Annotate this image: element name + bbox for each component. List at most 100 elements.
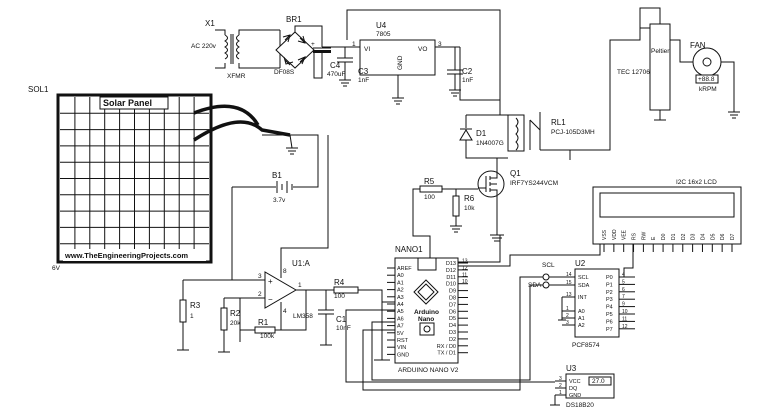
rl1-value: PCJ-105D3MH: [551, 129, 595, 136]
c1-label: C1: [336, 315, 347, 324]
fan-rpm: +88.8: [698, 76, 715, 83]
b1-label: B1: [272, 171, 282, 180]
br1-label: BR1: [286, 15, 302, 24]
nano-right-pin-number: 11: [462, 272, 467, 278]
u4-pin3: 3: [438, 41, 442, 48]
opamp-u1a: U1:A LM358 + − 3 2 1 8 4: [239, 135, 334, 342]
pcf-left-pin-number: 15: [566, 280, 572, 286]
pcf-left-pin-number: 2: [566, 313, 569, 319]
op-pin1: 1: [298, 282, 302, 289]
pcf-left-pin-number: 13: [566, 292, 572, 298]
r4-label: R4: [334, 278, 345, 287]
lcd-title: I2C 16x2 LCD: [676, 179, 717, 186]
r3-label: R3: [190, 301, 201, 310]
c4-plus: +: [311, 41, 315, 48]
d1-label: D1: [476, 129, 487, 138]
nano-right-pin-label: D10: [446, 282, 456, 288]
capacitor-c4: C4 470uF +: [311, 41, 345, 78]
op-pin4: 4: [283, 308, 287, 315]
mosfet-q1: Q1 IRF7YS244VCM: [477, 158, 558, 242]
lcd-pin-label: RW: [641, 231, 647, 240]
op-minus: −: [268, 295, 273, 304]
op-pin8: 8: [283, 268, 287, 275]
nano-right-pin-label: D4: [449, 323, 456, 329]
lcd-pin-label: E: [651, 236, 657, 240]
r5-label: R5: [424, 177, 435, 186]
c2-value: 1nF: [462, 77, 473, 84]
ds-label: DS18B20: [566, 402, 594, 409]
nano-left-pin-label: AREF: [397, 266, 412, 272]
u4-pin1: 1: [352, 41, 356, 48]
rl1-label: RL1: [551, 118, 566, 127]
r2-value: 20k: [230, 320, 241, 327]
q1-label: Q1: [510, 169, 521, 178]
u4-value: 7805: [376, 31, 391, 38]
nano-left-pin-label: GND: [397, 352, 409, 358]
solar-panel-sol1: SOL1 Solar Panel www.TheEngineeringProje…: [28, 85, 298, 272]
c4-value: 470uF: [327, 71, 345, 78]
capacitor-c2: C2 1nF: [447, 47, 473, 97]
lcd-pin-label: D7: [730, 233, 736, 240]
lcd-pin-label: D2: [681, 233, 687, 240]
panel-url: www.TheEngineeringProjects.com: [64, 251, 188, 260]
c1-value: 10nF: [336, 325, 351, 332]
pcf-left-pin-number: 14: [566, 272, 572, 278]
lcd-pin-label: D4: [700, 233, 706, 240]
relay-rl1: RL1 PCJ-105D3MH: [507, 28, 641, 152]
resistor-r5: R5 100: [412, 177, 478, 258]
r1-label: R1: [258, 318, 269, 327]
r2-label: R2: [230, 309, 241, 318]
arduino-nano: NANO1 Arduino Nano ARDUINO NANO V2 AREFA…: [374, 235, 501, 374]
nano-right-pin-label: D11: [446, 275, 456, 281]
pcf-left-pin-number: 1: [566, 306, 569, 312]
ds-pin-label: GND: [569, 393, 581, 399]
pcf-right-pin-label: P1: [606, 282, 613, 288]
u4-vo: VO: [418, 46, 427, 53]
nano-left-pin-label: A4: [397, 302, 404, 308]
r1-value: 100k: [260, 333, 275, 340]
pcf-right-pin-label: P2: [606, 290, 613, 296]
nano-right-pin-label: D8: [449, 296, 456, 302]
resistor-r3: R3 1: [177, 279, 232, 351]
capacitor-c3: C3 1nF: [337, 57, 369, 87]
op-plus: +: [268, 277, 273, 286]
pcf-left-pin-label: A1: [578, 316, 585, 322]
lcd-pin-label: VDD: [612, 229, 618, 240]
nano1-label: NANO1: [395, 245, 423, 254]
b1-value: 3.7v: [273, 197, 286, 204]
c4-label: C4: [330, 61, 341, 70]
pcf-left-pin-label: SCL: [578, 275, 589, 281]
opamp-value: LM358: [293, 313, 313, 320]
lcd-pin-label: D3: [691, 233, 697, 240]
pcf-right-pin-label: P6: [606, 319, 613, 325]
sol-voltage: 6V: [52, 265, 61, 272]
nano-left-pin-label: A2: [397, 288, 404, 294]
nano-right-pin-label: TX / D1: [437, 351, 456, 357]
op-pin3: 3: [258, 273, 262, 280]
pcf-right-pin-number: 9: [622, 302, 625, 308]
u1a-label: U1:A: [292, 259, 310, 268]
ds-pin-number: 1: [559, 390, 562, 396]
resistor-r2: R2 20k: [218, 297, 241, 353]
ds-pin-label: VCC: [569, 379, 581, 385]
c3-value: 1nF: [358, 77, 369, 84]
u4-label: U4: [376, 21, 387, 30]
resistor-r4: R4 100: [333, 278, 395, 303]
nano-left-pin-label: VIN: [397, 345, 406, 351]
u2-label: U2: [575, 259, 586, 268]
capacitor-c1: C1 10nF: [318, 290, 351, 346]
nano-right-pin-label: D6: [449, 309, 456, 315]
transformer-x1: X1 AC 220v XFMR: [191, 19, 280, 80]
pcf-right-pin-number: 7: [622, 294, 625, 300]
pcf-right-pin-number: 10: [622, 309, 628, 315]
pcf-left-pin-label: A0: [578, 309, 585, 315]
nano-right-pin-label: D2: [449, 337, 456, 343]
pcf-left-pin-label: SDA: [578, 283, 590, 289]
fan-label: FAN: [690, 41, 706, 50]
sol1-label: SOL1: [28, 85, 49, 94]
